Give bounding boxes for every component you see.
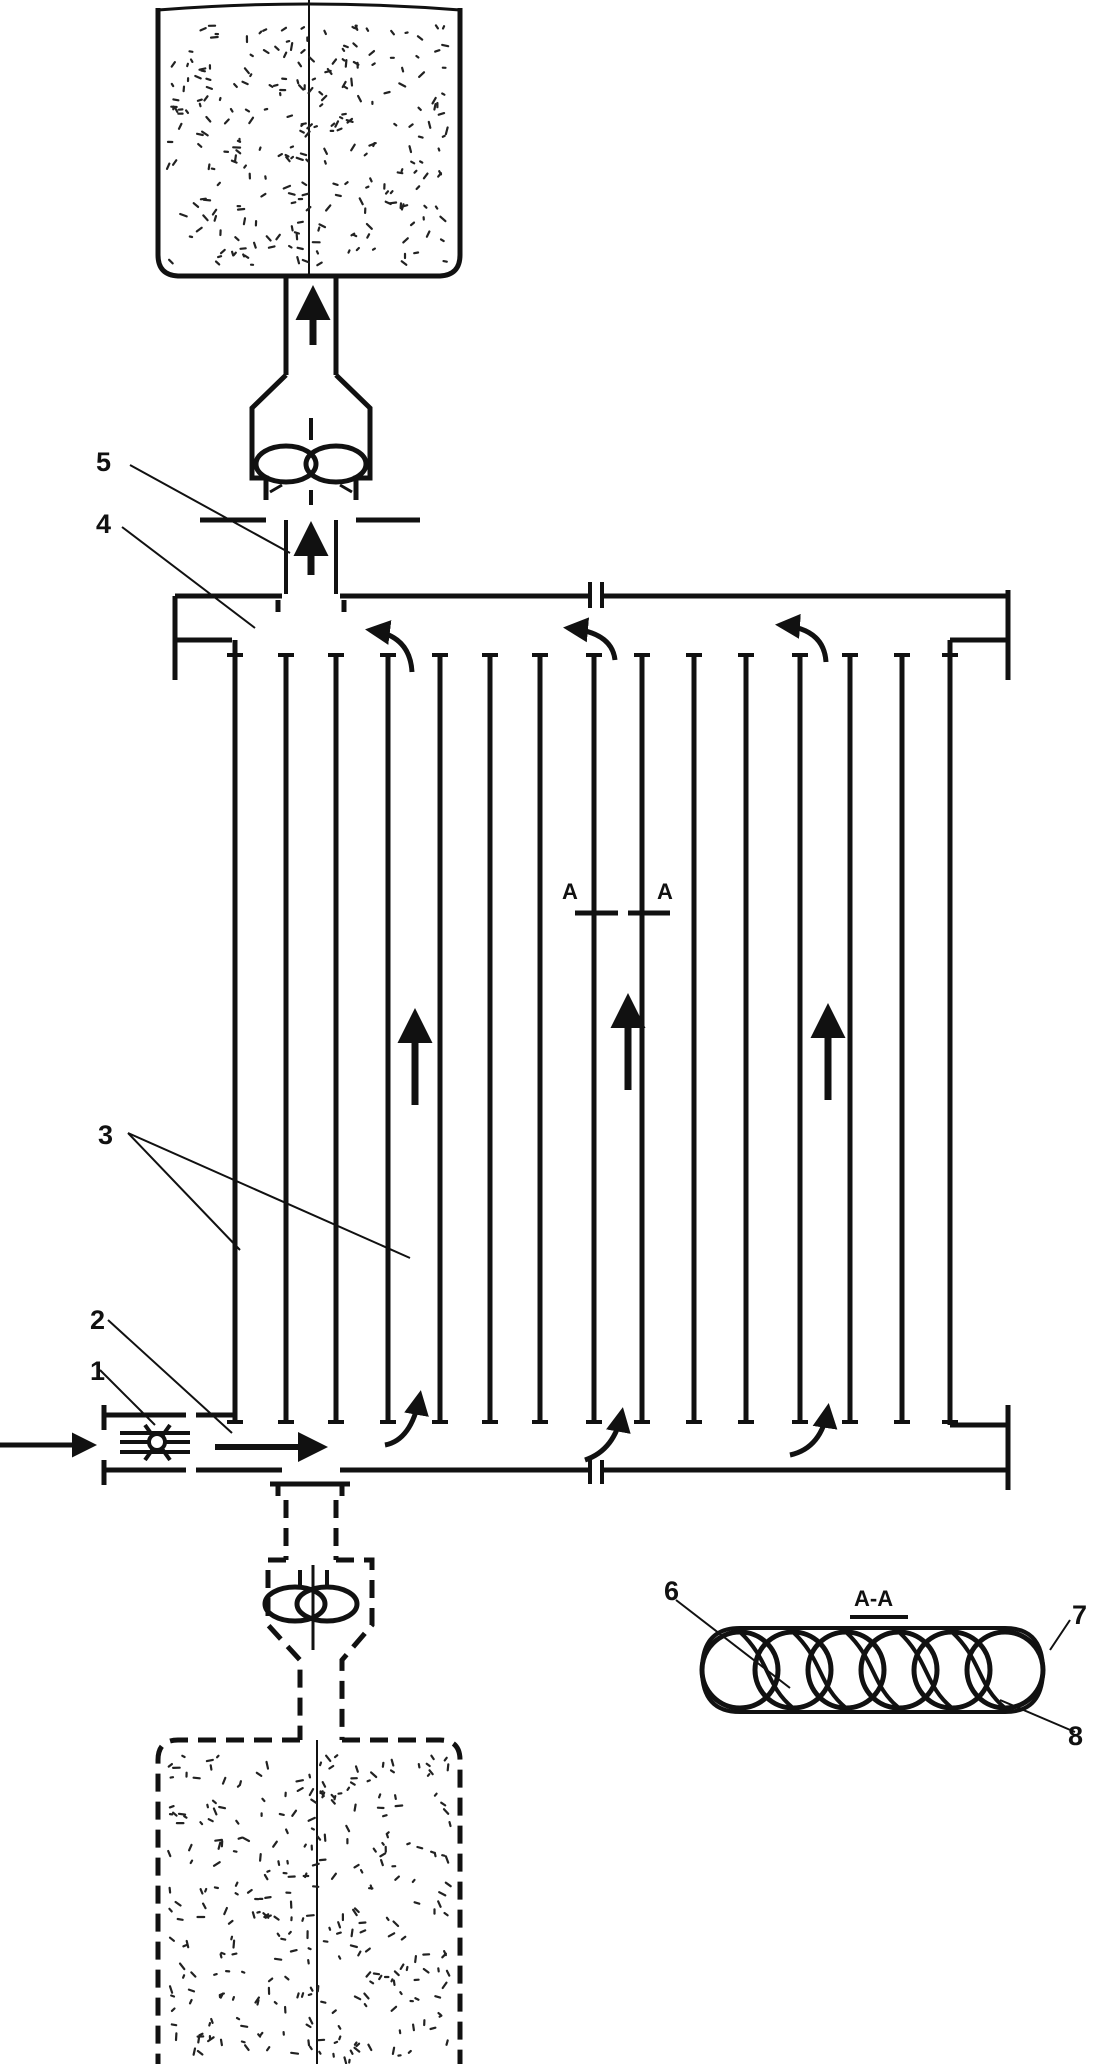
- tube: [482, 653, 498, 1424]
- coil-envelope: [699, 1626, 1046, 1714]
- coil-twist: [738, 1630, 795, 1710]
- tube: [842, 653, 858, 1424]
- leader-lines: [99, 464, 411, 1434]
- tube: [686, 653, 702, 1424]
- inlet-valve: [120, 1423, 190, 1462]
- bottom-turn-arrows: [384, 1390, 838, 1463]
- shell-wall: [232, 640, 953, 1425]
- tube: [328, 653, 344, 1424]
- label-part-6: 6: [664, 1576, 679, 1606]
- section-mark-right: A: [657, 879, 673, 904]
- tube: [380, 653, 396, 1424]
- coil-twist: [950, 1630, 1007, 1710]
- section-mark-left: A: [562, 879, 578, 904]
- label-part-7: 7: [1072, 1600, 1087, 1630]
- tube: [634, 653, 650, 1424]
- label-part-5: 5: [96, 447, 111, 477]
- tube: [278, 653, 294, 1424]
- twisted-tube-coils: [699, 1626, 1046, 1714]
- tube-bundle: [227, 640, 958, 1425]
- tube: [894, 653, 910, 1424]
- coil-twist: [791, 1630, 848, 1710]
- label-part-3: 3: [98, 1120, 113, 1150]
- section-title: A-A: [854, 1586, 893, 1611]
- tank-fill-speckle: [167, 1754, 452, 2064]
- coil-twist: [844, 1630, 901, 1710]
- section-a-a-detail: A-A: [675, 1586, 1076, 1733]
- coil-twist: [897, 1630, 954, 1710]
- tank-fill-speckle: [165, 24, 450, 267]
- top-pump: [200, 276, 420, 594]
- tube: [432, 653, 448, 1424]
- label-part-2: 2: [90, 1305, 105, 1335]
- label-part-4: 4: [96, 509, 111, 539]
- tube: [532, 653, 548, 1424]
- tube: [738, 653, 754, 1424]
- bottom-tank: [155, 1737, 463, 2064]
- tube: [586, 653, 602, 1424]
- bottom-pump: [262, 1481, 375, 1740]
- tube: [792, 653, 808, 1424]
- label-part-1: 1: [90, 1356, 105, 1386]
- top-turn-arrows: [365, 613, 829, 673]
- label-part-8: 8: [1068, 1721, 1083, 1751]
- top-tank: [155, 0, 463, 279]
- upper-header: [172, 582, 1011, 680]
- section-cut: A A: [562, 879, 673, 916]
